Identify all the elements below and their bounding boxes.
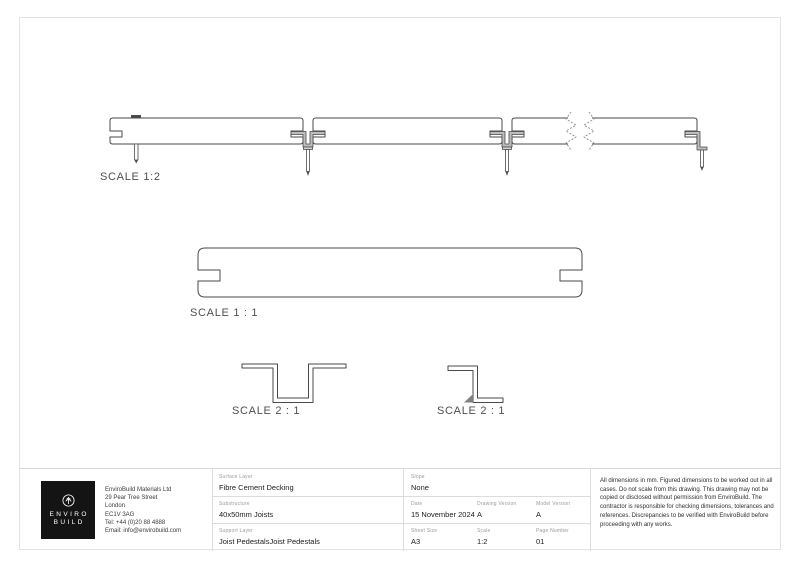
deck-board-4 <box>592 117 698 145</box>
field-label: Slope <box>411 474 425 480</box>
company-name: EnviroBuild Materials Ltd <box>105 487 172 493</box>
field-value: Fibre Cement Decking <box>219 483 294 492</box>
joist-clip-assembly-2 <box>489 131 525 176</box>
field-model-version: Model Version A <box>536 501 570 519</box>
tree-emblem-icon <box>62 494 74 507</box>
title-block: ENVIRO BUILD EnviroBuild Materials Ltd 2… <box>19 468 781 551</box>
logo-text-build: BUILD <box>53 519 85 526</box>
edge-screw-tip <box>700 167 704 171</box>
deck-board-1 <box>109 117 304 145</box>
company-email: Email: info@envirobuild.com <box>105 528 182 535</box>
field-drawing-version: Drawing Version A <box>477 501 516 519</box>
field-label: Surface Layer <box>219 474 253 480</box>
edge-clip-scale-label: SCALE 2 : 1 <box>437 405 506 417</box>
field-value: None <box>411 483 429 492</box>
deck-board-2 <box>312 117 503 145</box>
title-block-divider <box>212 523 590 524</box>
company-postcode: EC1V 3AG <box>105 511 135 518</box>
field-label: Model Version <box>536 501 571 507</box>
field-value: 1:2 <box>477 537 488 546</box>
company-info: EnviroBuild Materials Ltd 29 Pear Tree S… <box>105 486 181 535</box>
clip-screw-shaft <box>306 149 310 172</box>
company-street: 29 Pear Tree Street <box>105 495 158 502</box>
deck-board-3 <box>511 117 568 145</box>
field-date: Date 15 November 2024 <box>411 501 475 519</box>
edge-screw-shaft <box>700 149 704 168</box>
screw-head <box>131 115 141 118</box>
edge-clip-bend-shadow <box>464 394 473 403</box>
field-surface-layer: Surface Layer Fibre Cement Decking <box>219 474 294 492</box>
field-value: Joist PedestalsJoist Pedestals <box>219 537 320 546</box>
field-label: Scale <box>477 528 491 534</box>
field-scale: Scale 1:2 <box>477 528 491 546</box>
joist-clip <box>489 131 525 148</box>
field-substructure: Substructure 40x50mm Joists <box>219 501 273 519</box>
field-sheet-size: Sheet Size A3 <box>411 528 437 546</box>
joist-clip-assembly-1 <box>290 131 326 176</box>
field-page-number: Page Number 01 <box>536 528 569 546</box>
company-city: London <box>105 503 126 510</box>
title-block-divider <box>212 469 213 551</box>
field-slope: Slope None <box>411 474 429 492</box>
field-value: 15 November 2024 <box>411 510 475 519</box>
field-value: A <box>536 510 542 519</box>
edge-clip-detail-view <box>447 365 504 403</box>
break-zigzag-right <box>583 111 595 151</box>
joist-clip-profile <box>241 363 347 403</box>
field-label: Substructure <box>219 501 250 507</box>
deck-screw <box>131 115 141 164</box>
field-value: A3 <box>411 537 421 546</box>
field-label: Sheet Size <box>411 528 438 534</box>
joist-clip-detail-view <box>241 363 347 403</box>
screw-shaft <box>134 143 139 161</box>
break-zigzag-left <box>565 111 577 151</box>
title-block-divider <box>590 469 591 551</box>
field-value: A <box>477 510 483 519</box>
edge-clip <box>684 131 708 151</box>
field-label: Support Layer <box>219 528 254 534</box>
clip-screw-shaft <box>505 149 509 172</box>
clip-screw-tip <box>306 171 310 176</box>
joist-clip <box>290 131 326 148</box>
clip-screw-tip <box>505 171 509 176</box>
field-support-layer: Support Layer Joist PedestalsJoist Pedes… <box>219 528 320 546</box>
board-profile-outline <box>197 247 583 298</box>
board-profile-view <box>197 247 583 298</box>
joist-clip-scale-label: SCALE 2 : 1 <box>232 405 301 417</box>
edge-clip-profile <box>447 365 504 403</box>
company-tel: Tel: +44 (0)20 88 4888 <box>105 519 166 526</box>
field-label: Date <box>411 501 423 507</box>
disclaimer-text: All dimensions in mm. Figured dimensions… <box>600 478 774 528</box>
logo-text-enviro: ENVIRO <box>49 511 89 518</box>
title-block-divider <box>212 496 590 497</box>
title-block-divider <box>403 469 404 551</box>
envirobuild-logo: ENVIRO BUILD <box>41 481 95 539</box>
edge-clip-assembly <box>684 131 708 171</box>
field-value: 01 <box>536 537 545 546</box>
board-profile-scale-label: SCALE 1 : 1 <box>190 307 259 319</box>
screw-tip <box>134 160 138 164</box>
field-label: Page Number <box>536 528 570 534</box>
assembly-scale-label: SCALE 1:2 <box>100 171 161 183</box>
break-lines <box>565 111 595 151</box>
assembly-view <box>109 111 708 176</box>
field-label: Drawing Version <box>477 501 517 507</box>
field-value: 40x50mm Joists <box>219 510 274 519</box>
sheet-border <box>19 17 781 550</box>
